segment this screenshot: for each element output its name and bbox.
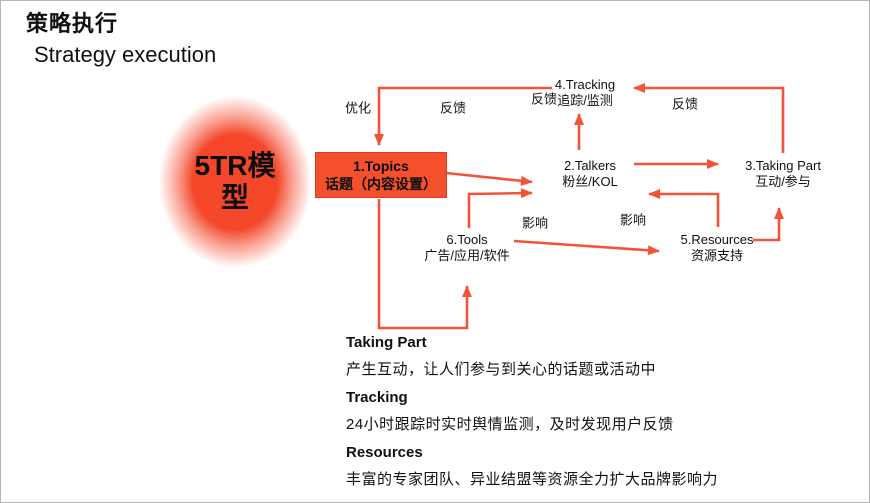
legend-item: Tracking 24小时跟踪时实时舆情监测，及时发现用户反馈 xyxy=(346,388,826,434)
arrow-takingpart-to-tracking xyxy=(633,83,785,153)
arrow-resources-to-talkers xyxy=(648,189,720,227)
legend-heading: Resources xyxy=(346,444,423,461)
legend: Taking Part 产生互动，让人们参与到关心的话题或活动中 Trackin… xyxy=(346,333,826,498)
legend-desc: 产生互动，让人们参与到关心的话题或活动中 xyxy=(346,361,657,378)
legend-heading: Tracking xyxy=(346,389,408,406)
node-title: 6.Tools xyxy=(446,232,488,247)
legend-item: Taking Part 产生互动，让人们参与到关心的话题或活动中 xyxy=(346,333,826,379)
arrow-tools-to-talkers xyxy=(467,188,533,228)
legend-heading: Taking Part xyxy=(346,334,427,351)
model-badge-label: 5TR模型 xyxy=(194,150,276,213)
edge-label-influence-tools: 影响 xyxy=(521,215,549,231)
node-tracking: 4.Tracking 追踪/监测 xyxy=(555,77,615,109)
node-title: 3.Taking Part xyxy=(745,158,821,173)
node-title: 4.Tracking xyxy=(554,77,616,92)
node-subtitle: 互动/参与 xyxy=(755,174,811,189)
node-tools: 6.Tools 广告/应用/软件 xyxy=(424,232,509,264)
legend-desc: 丰富的专家团队、异业结盟等资源全力扩大品牌影响力 xyxy=(346,471,719,488)
model-badge: 5TR模型 xyxy=(157,94,313,270)
node-subtitle: 话题（内容设置） xyxy=(325,176,437,192)
node-taking-part: 3.Taking Part 互动/参与 xyxy=(745,158,821,190)
arrow-topics-to-talkers xyxy=(445,171,533,186)
node-subtitle: 粉丝/KOL xyxy=(562,174,618,189)
node-title: 1.Topics xyxy=(353,158,409,174)
node-subtitle: 资源支持 xyxy=(690,248,744,263)
edge-label-feedback-top: 反馈 xyxy=(439,100,467,116)
arrow-resources-to-takingpart xyxy=(753,207,784,242)
page-title-zh: 策略执行 xyxy=(26,11,119,36)
edge-label-feedback-tracking: 反馈 xyxy=(530,91,558,107)
node-topics: 1.Topics 话题（内容设置） xyxy=(315,152,447,198)
node-resources: 5.Resources 资源支持 xyxy=(681,232,754,264)
page-title: 策略执行 Strategy execution xyxy=(26,9,216,69)
legend-item: Resources 丰富的专家团队、异业结盟等资源全力扩大品牌影响力 xyxy=(346,443,826,489)
node-subtitle: 广告/应用/软件 xyxy=(424,248,510,263)
node-title: 5.Resources xyxy=(680,232,754,247)
edge-label-feedback-right: 反馈 xyxy=(671,96,699,112)
page-title-en: Strategy execution xyxy=(34,42,217,67)
edge-label-optimize: 优化 xyxy=(344,100,372,116)
arrow-tracking-to-topics xyxy=(374,86,552,146)
arrow-tools-to-resources xyxy=(513,239,660,256)
edge-label-influence-resources: 影响 xyxy=(619,212,647,228)
arrow-topics-to-tools xyxy=(377,199,472,330)
node-subtitle: 追踪/监测 xyxy=(557,93,613,108)
node-talkers: 2.Talkers 粉丝/KOL xyxy=(562,158,618,190)
node-title: 2.Talkers xyxy=(563,158,617,173)
legend-desc: 24小时跟踪时实时舆情监测，及时发现用户反馈 xyxy=(346,416,674,433)
